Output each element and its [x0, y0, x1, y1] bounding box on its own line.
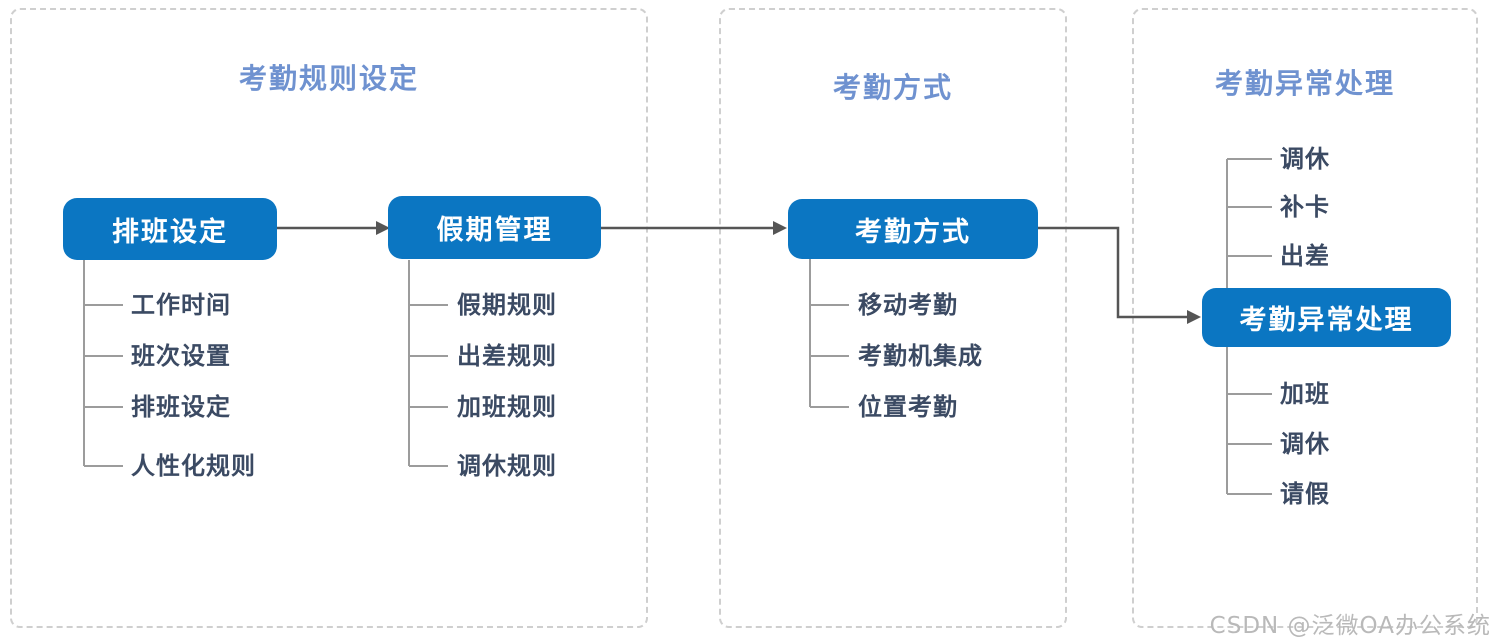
panel-title-attendance-method: 考勤方式: [832, 71, 953, 104]
panel-title-attendance-rules: 考勤规则设定: [238, 62, 419, 95]
tree-item: 排班设定: [131, 393, 231, 421]
tree-item: 调休: [1280, 145, 1330, 173]
tree-item: 请假: [1280, 480, 1330, 508]
panel-title-attendance-exception: 考勤异常处理: [1214, 67, 1395, 100]
tree-item: 调休规则: [457, 452, 557, 480]
node-holiday-management: 假期管理: [388, 196, 601, 259]
tree-item: 补卡: [1280, 193, 1330, 221]
tree-item: 假期规则: [457, 291, 557, 319]
tree-item: 考勤机集成: [858, 342, 983, 370]
tree-item: 移动考勤: [858, 291, 958, 319]
tree-item: 加班规则: [457, 393, 557, 421]
tree-item: 出差: [1280, 242, 1330, 270]
watermark-text: CSDN @泛微OA办公系统: [1209, 613, 1491, 639]
node-attendance-method: 考勤方式: [788, 199, 1038, 259]
tree-item: 班次设置: [131, 342, 231, 370]
tree-item: 调休: [1280, 430, 1330, 458]
node-shift-settings: 排班设定: [63, 198, 277, 260]
panel-attendance-rules: 考勤规则设定: [10, 8, 648, 628]
panel-attendance-method: 考勤方式: [719, 8, 1067, 628]
tree-item: 位置考勤: [858, 393, 958, 421]
tree-item: 出差规则: [457, 342, 557, 370]
tree-item: 加班: [1280, 380, 1330, 408]
node-attendance-exception: 考勤异常处理: [1202, 288, 1451, 347]
tree-item: 人性化规则: [131, 452, 256, 480]
tree-item: 工作时间: [131, 291, 231, 319]
